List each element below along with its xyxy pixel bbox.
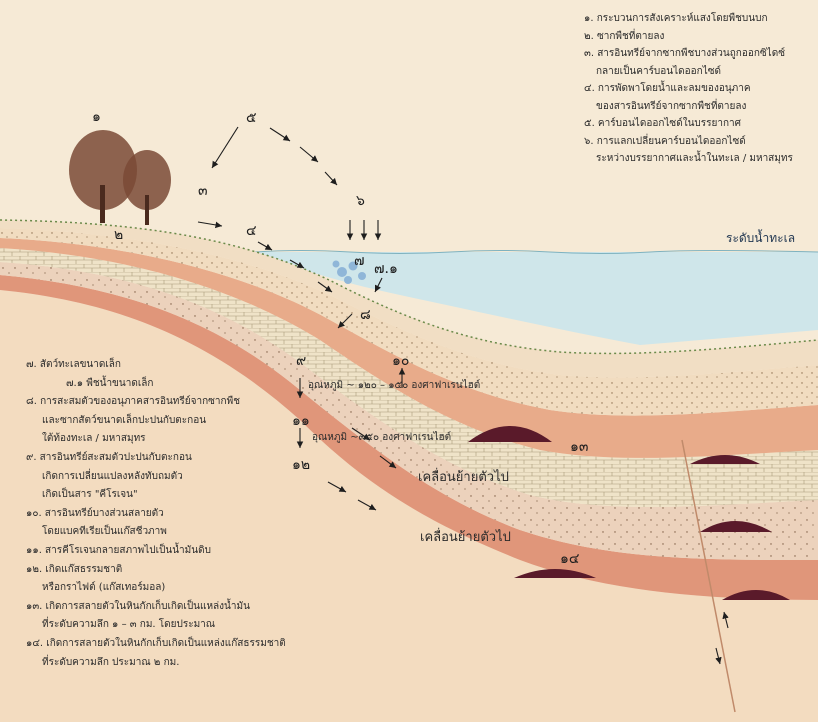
- label-6: ๖: [356, 193, 365, 209]
- legend-bottom-row: ๗.๑ พืชน้ำขนาดเล็ก: [66, 377, 154, 389]
- layer-salmon-upper: [0, 238, 818, 458]
- arrow-5-to-3: [211, 126, 239, 169]
- layer-salmon-lower: [0, 275, 818, 600]
- label-8: ๘: [360, 307, 371, 323]
- arrow-move-1a: [351, 427, 371, 441]
- move-label-1: เคลื่อนย้ายตัวไป: [418, 470, 509, 485]
- temp-label-2: อุณหภูมิ ~๓๕๐ องศาฟาเรนไฮต์: [312, 432, 452, 443]
- arrow-4-slope-a: [257, 241, 273, 251]
- seabed-line: [0, 219, 818, 355]
- legend-bottom-row: และซากสัตว์ขนาดเล็กปะปนกับตะกอน: [42, 414, 207, 426]
- sea-level-label: ระดับน้ำทะเล: [726, 231, 796, 245]
- arrow-2-to-4: [197, 221, 223, 229]
- layer-brick: [0, 248, 818, 507]
- legend-bottom-row: ๙. สารอินทรีย์สะสมตัวปะปนกับตะกอน: [26, 451, 192, 463]
- sea-surface-line: [254, 250, 818, 254]
- label-9: ๙: [296, 353, 307, 369]
- oil-pocket-5: [722, 590, 790, 600]
- sea-water: [255, 252, 818, 345]
- legend-bottom-row: ๗. สัตว์ทะเลขนาดเล็ก: [26, 359, 121, 370]
- oil-pocket-2: [690, 455, 760, 464]
- arrow-move-2a: [327, 481, 347, 493]
- legend-top-row: ๖. การแลกเปลี่ยนคาร์บอนไดออกไซด์: [584, 135, 746, 147]
- label-2: ๒: [114, 227, 124, 243]
- arrow-4-slope-c: [317, 281, 333, 293]
- legend-bottom-row: ๑๓. เกิดการสลายตัวในหินกักเก็บเกิดเป็นแห…: [26, 600, 250, 612]
- label-10: ๑๐: [392, 353, 410, 369]
- arrows: [197, 126, 729, 665]
- legend-top-row: ๕. คาร์บอนไดออกไซด์ในบรรยากาศ: [584, 118, 741, 129]
- arrow-fault-up: [722, 611, 729, 629]
- label-14: ๑๔: [560, 551, 580, 567]
- legend-bottom-row: โดยแบคทีเรียเป็นแก๊สชีวภาพ: [42, 526, 167, 538]
- arrow-5-to-6-a: [269, 127, 291, 142]
- temp-label-1: อุณหภูมิ ~ ๑๒๐ – ๑๕๐ องศาฟาเรนไฮต์: [308, 380, 481, 391]
- oil-pocket-4: [514, 569, 596, 578]
- legend-bottom-row: ใต้ท้องทะเล / มหาสมุทร: [42, 433, 146, 445]
- oil-pocket-1: [468, 426, 552, 442]
- legend-bottom-row: ๑๐. สารอินทรีย์บางส่วนสลายตัว: [26, 507, 164, 519]
- fault-line: [681, 439, 736, 713]
- legend-bottom-row: เกิดเป็นสาร "คีโรเจน": [42, 489, 138, 501]
- move-label-2: เคลื่อนย้ายตัวไป: [420, 530, 511, 545]
- label-11: ๑๑: [292, 413, 310, 429]
- legend-bottom: ๗. สัตว์ทะเลขนาดเล็ก๗.๑ พืชน้ำขนาดเล็ก๘.…: [26, 356, 326, 672]
- arrow-5-to-6-b: [299, 146, 319, 163]
- legend-bottom-row: หรือกราไฟต์ (แก๊สเทอร์มอล): [42, 582, 166, 594]
- tree-left: [69, 130, 137, 223]
- plankton-bubbles: [332, 260, 366, 284]
- tree-right: [123, 150, 171, 225]
- legend-top-row: ๔. การพัดพาโดยน้ำและลมของอนุภาค: [584, 83, 751, 94]
- label-12: ๑๒: [292, 457, 311, 473]
- label-3: ๓: [198, 183, 208, 199]
- legend-top-row: ๒. ซากพืชที่ตายลง: [584, 30, 665, 42]
- label-5: ๕: [246, 110, 257, 126]
- arrow-fault-down: [715, 647, 722, 665]
- oil-pocket-3: [700, 521, 772, 532]
- legend-bottom-row: ๘. การสะสมตัวของอนุภาคสารอินทรีย์จากซากพ…: [26, 396, 240, 408]
- arrow-5-to-6-c: [324, 171, 338, 186]
- arrow-8-to-9: [337, 313, 353, 329]
- legend-bottom-row: ๑๒. เกิดแก๊สธรรมชาติ: [26, 563, 123, 575]
- label-1: ๑: [92, 109, 101, 125]
- label-7: ๗: [354, 253, 365, 269]
- label-4: ๔: [246, 223, 257, 239]
- legend-bottom-row: เกิดการเปลี่ยนแปลงหลังทับถมตัว: [42, 470, 183, 482]
- arrow-4-slope-b: [289, 259, 305, 269]
- legend-bottom-row: ที่ระดับความลึก ๑ – ๓ กม. โดยประมาณ: [42, 619, 216, 631]
- label-13: ๑๓: [570, 439, 589, 455]
- arrow-move-1b: [379, 455, 397, 469]
- legend-top: ๑. กระบวนการสังเคราะห์แสงโดยพืชบนบก๒. ซา…: [584, 10, 812, 168]
- legend-top-row: ๓. สารอินทรีย์จากซากพืชบางส่วนถูกออกซิได…: [584, 48, 785, 59]
- layer-deep-salmon: [0, 290, 818, 722]
- legend-top-row: ระหว่างบรรยากาศและน้ำในทะเล / มหาสมุทร: [596, 153, 793, 164]
- legend-top-row: ของสารอินทรีย์จากซากพืชที่ตายลง: [596, 100, 747, 112]
- label-7-1: ๗.๑: [374, 261, 398, 277]
- legend-top-row: กลายเป็นคาร์บอนไดออกไซด์: [596, 65, 722, 77]
- legend-bottom-row: ที่ระดับความลึก ประมาณ ๒ กม.: [42, 656, 180, 668]
- legend-bottom-row: ๑๑. สารคีโรเจนกลายสภาพไปเป็นน้ำมันดิบ: [26, 544, 211, 556]
- legend-bottom-row: ๑๔. เกิดการสลายตัวในหินกักเก็บเกิดเป็นแห…: [26, 637, 286, 649]
- arrow-71: [374, 277, 383, 293]
- legend-top-row: ๑. กระบวนการสังเคราะห์แสงโดยพืชบนบก: [584, 13, 768, 24]
- layer-surface: [0, 220, 818, 378]
- layer-dotted-upper: [0, 228, 818, 416]
- arrow-move-2b: [357, 499, 377, 511]
